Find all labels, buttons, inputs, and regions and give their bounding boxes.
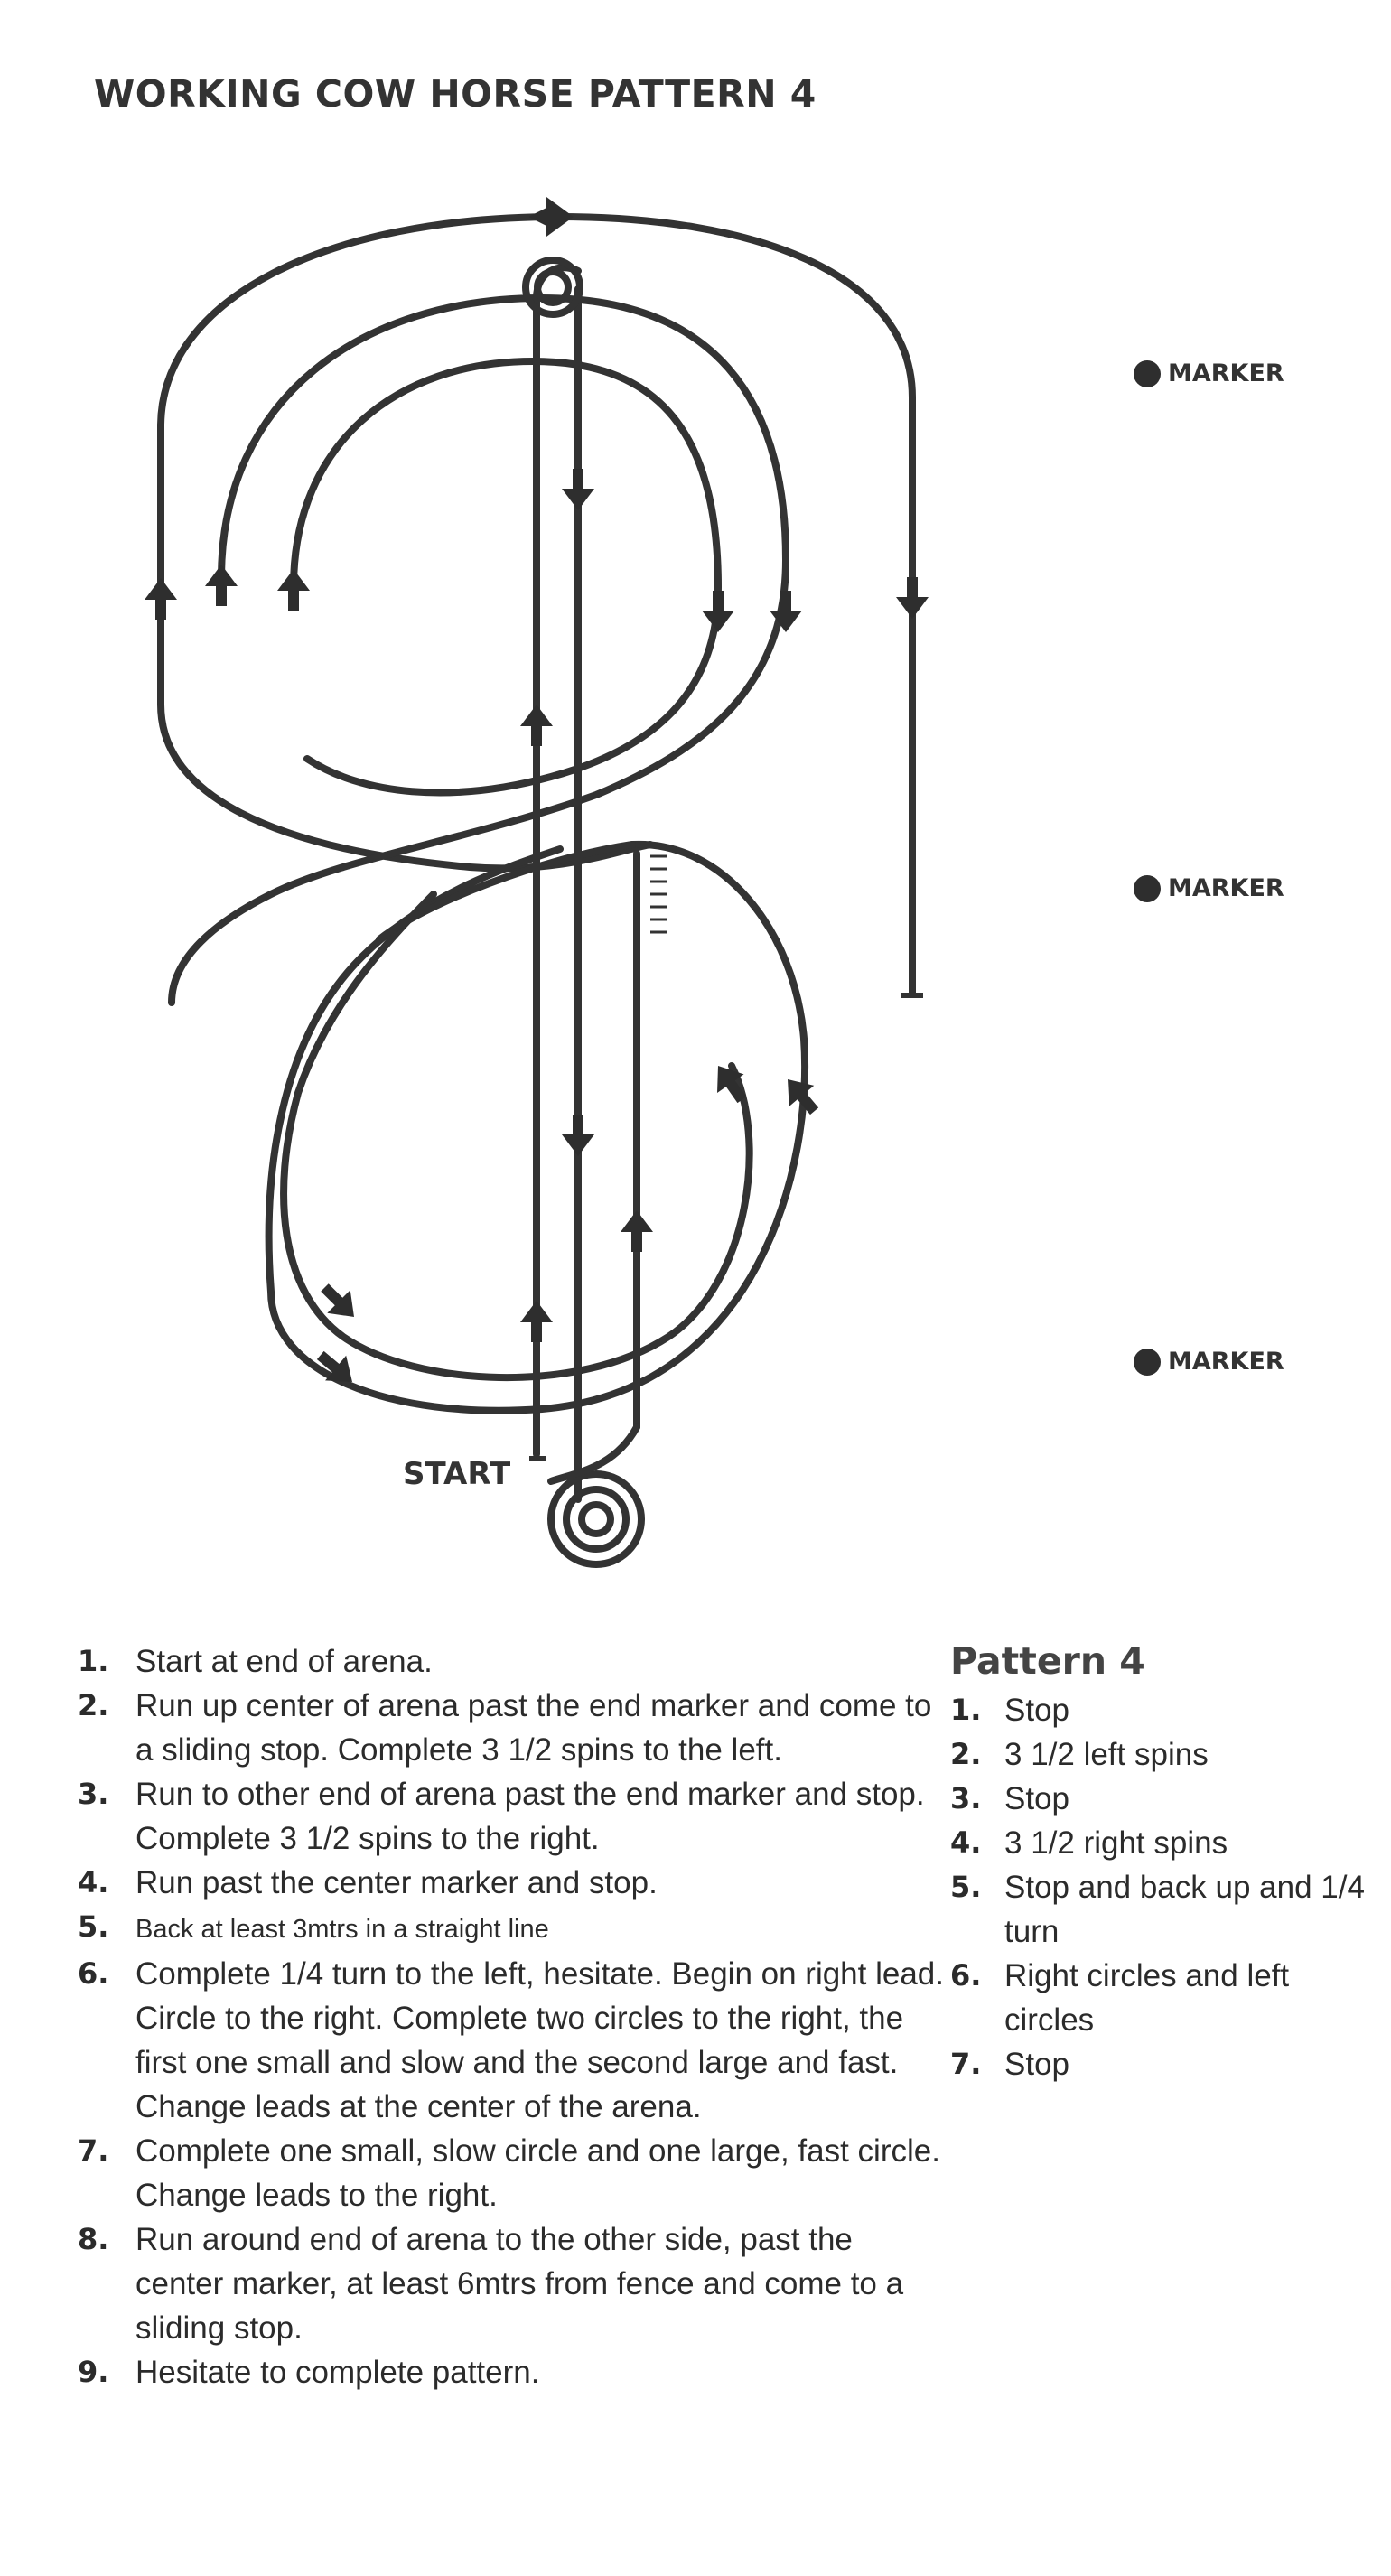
summary-number: 2.: [950, 1737, 982, 1771]
instruction-step: 7. Complete one small, slow circle and on…: [78, 2129, 945, 2217]
instruction-step: 6. Complete 1/4 turn to the left, hesitat…: [78, 1952, 945, 2129]
step-number: 6.: [78, 1956, 109, 1991]
pattern-summary: Pattern 4 1. Stop 2. 3 1/2 left spins 3. St…: [950, 1639, 1366, 2086]
summary-item: 1. Stop: [950, 1688, 1366, 1732]
path-bottom-return: [547, 1423, 640, 1485]
step-text: Run up center of arena past the end mark…: [135, 1688, 932, 1768]
marker-top-label: MARKER: [1168, 359, 1284, 387]
summary-title: Pattern 4: [950, 1639, 1145, 1683]
step-text: Run to other end of arena past the end m…: [135, 1777, 925, 1856]
instruction-step: 9. Hesitate to complete pattern.: [78, 2350, 945, 2394]
summary-item: 7. Stop: [950, 2042, 1366, 2086]
step-text: Start at end of arena.: [135, 1644, 433, 1679]
arrow-down-2: [770, 591, 802, 632]
step-number: 5.: [78, 1909, 109, 1944]
step-number: 7.: [78, 2133, 109, 2168]
summary-text: Stop: [1004, 1693, 1069, 1728]
arrow-diag-down-1: [321, 1283, 354, 1317]
summary-item: 6. Right circles and left circles: [950, 1954, 1366, 2042]
backup-hatch: [650, 854, 667, 934]
step-number: 3.: [78, 1777, 109, 1811]
bottom-spin-inner: [578, 1501, 614, 1537]
step-text: Run past the center marker and stop.: [135, 1865, 658, 1900]
step-text: Hesitate to complete pattern.: [135, 2355, 540, 2390]
instruction-step: 5. Back at least 3mtrs in a straight line: [78, 1905, 945, 1952]
path-lower-inner-circle: [280, 891, 753, 1381]
summary-text: Stop and back up and 1/4 turn: [1004, 1870, 1365, 1949]
step-number: 1.: [78, 1644, 109, 1678]
bottom-spin-outer: [547, 1470, 645, 1568]
path-outer-top-loop: [157, 213, 916, 997]
arrow-diag-down-2: [316, 1350, 352, 1382]
summary-number: 3.: [950, 1781, 982, 1815]
marker-center: MARKER: [1134, 874, 1284, 902]
marker-dot-icon: [1134, 1348, 1161, 1376]
summary-text: Right circles and left circles: [1004, 1958, 1290, 2038]
step-text: Run around end of arena to the other sid…: [135, 2222, 904, 2346]
marker-center-label: MARKER: [1168, 874, 1284, 902]
summary-text: 3 1/2 left spins: [1004, 1737, 1209, 1772]
arrow-up-center-low: [621, 1210, 653, 1252]
pattern-title: WORKING COW HORSE PATTERN 4: [94, 72, 817, 116]
step-number: 8.: [78, 2222, 109, 2256]
arrow-down-center-top: [562, 469, 594, 510]
summary-item: 4. 3 1/2 right spins: [950, 1821, 1366, 1865]
marker-bottom: MARKER: [1134, 1348, 1284, 1376]
step-text: Back at least 3mtrs in a straight line: [135, 1915, 549, 1944]
instruction-step: 4. Run past the center marker and stop.: [78, 1861, 945, 1905]
arrow-up-center-bottom: [520, 1301, 553, 1342]
arrow-diag-up-2: [788, 1079, 819, 1115]
summary-number: 4.: [950, 1825, 982, 1860]
marker-top: MARKER: [1134, 359, 1284, 387]
arrow-down-center-low: [562, 1115, 594, 1156]
path-cross-line: [376, 841, 636, 943]
summary-item: 5. Stop and back up and 1/4 turn: [950, 1865, 1366, 1954]
step-number: 9.: [78, 2355, 109, 2389]
path-mid-top-loop: [168, 294, 789, 1006]
direction-arrows: [145, 197, 929, 1382]
marker-bottom-label: MARKER: [1168, 1348, 1284, 1376]
summary-number: 7.: [950, 2047, 982, 2081]
instruction-step: 8. Run around end of arena to the other s…: [78, 2217, 945, 2350]
marker-dot-icon: [1134, 359, 1161, 387]
bottom-spin-mid: [563, 1486, 630, 1553]
top-spin-outer: [522, 257, 583, 318]
step-text: Complete one small, slow circle and one …: [135, 2133, 940, 2213]
summary-number: 1.: [950, 1693, 982, 1727]
pattern-diagram: [145, 197, 929, 1568]
arrow-diag-up-1: [717, 1066, 747, 1104]
summary-text: Stop: [1004, 1781, 1069, 1816]
summary-item: 2. 3 1/2 left spins: [950, 1732, 1366, 1777]
instructions-list: 1. Start at end of arena. 2. Run up center…: [78, 1639, 945, 2394]
arrow-up-3: [277, 569, 310, 611]
start-label: START: [403, 1456, 511, 1492]
arrow-down-1: [702, 591, 734, 632]
summary-text: Stop: [1004, 2047, 1069, 2082]
arrow-down-3: [896, 577, 929, 619]
marker-dot-icon: [1134, 874, 1161, 902]
instruction-step: 3. Run to other end of arena past the end…: [78, 1772, 945, 1861]
instruction-step: 2. Run up center of arena past the end ma…: [78, 1684, 945, 1772]
arrow-up-1: [145, 578, 177, 620]
arrow-right-top: [528, 197, 574, 237]
path-lower-big-circle: [265, 840, 809, 1414]
arrow-up-2: [205, 565, 238, 606]
step-number: 4.: [78, 1865, 109, 1899]
path-inner-top-loop: [290, 358, 722, 797]
summary-number: 6.: [950, 1958, 982, 1993]
step-number: 2.: [78, 1688, 109, 1722]
summary-item: 3. Stop: [950, 1777, 1366, 1821]
top-spin-inner: [534, 268, 572, 306]
summary-list: 1. Stop 2. 3 1/2 left spins 3. Stop 4. 3 1/2…: [950, 1688, 1366, 2086]
step-text: Complete 1/4 turn to the left, hesitate.…: [135, 1956, 944, 2124]
summary-text: 3 1/2 right spins: [1004, 1825, 1228, 1861]
summary-number: 5.: [950, 1870, 982, 1904]
arrow-up-center-mid: [520, 705, 553, 746]
instruction-step: 1. Start at end of arena.: [78, 1639, 945, 1684]
